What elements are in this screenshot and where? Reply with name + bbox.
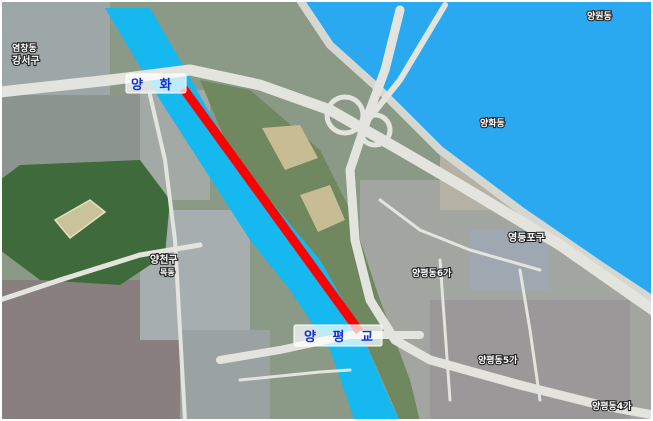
label-yanghwa-bridge: 양 화 xyxy=(125,73,187,94)
place-yangpyeong5: 양평동5가 xyxy=(478,354,518,366)
han-river-bank xyxy=(296,0,653,304)
place-gangseo: 강서구 xyxy=(12,54,40,67)
svg-text:양 평 교: 양 평 교 xyxy=(304,329,379,345)
svg-text:양 화: 양 화 xyxy=(131,77,177,93)
place-mok-dong: 목동 xyxy=(160,268,175,277)
place-yanghwa-dong: 양화동 xyxy=(480,117,505,129)
interchange xyxy=(324,94,393,148)
place-yeomchang: 염창동 xyxy=(12,42,37,54)
place-yangpyeong4: 양평동4가 xyxy=(592,400,632,412)
place-yeongdeungpo: 영등포구 xyxy=(508,231,545,244)
han-river xyxy=(300,0,653,300)
tributary-river xyxy=(105,8,400,421)
place-yangcheon: 양천구 xyxy=(150,253,178,266)
label-yangpyeong-bridge: 양 평 교 xyxy=(293,324,383,347)
riverbed-field-2 xyxy=(300,185,345,232)
sports-field xyxy=(53,199,107,240)
route-line xyxy=(179,85,364,335)
place-yangpyeong6: 양평동6가 xyxy=(412,267,452,279)
place-yangwon: 양원동 xyxy=(587,10,612,22)
riverbed-field xyxy=(262,125,318,170)
